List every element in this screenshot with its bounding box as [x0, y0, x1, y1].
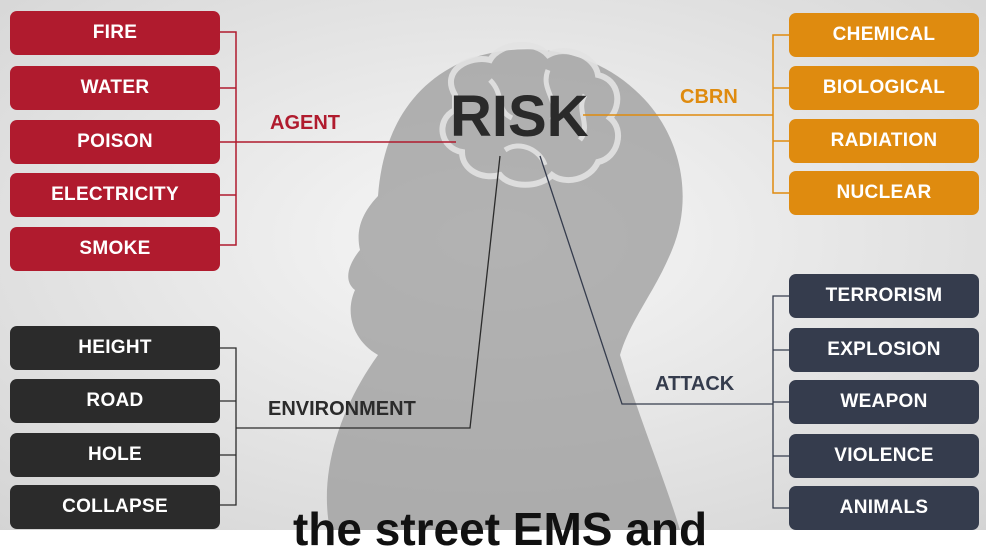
cbrn-item-nuclear[interactable]: NUCLEAR [789, 171, 979, 215]
environment-label: ENVIRONMENT [268, 398, 416, 420]
environment-item-hole[interactable]: HOLE [10, 433, 220, 477]
agent-item-poison[interactable]: POISON [10, 120, 220, 164]
cbrn-label: CBRN [680, 86, 738, 108]
bottom-caption: the street EMS and [292, 503, 708, 555]
cbrn-item-biological[interactable]: BIOLOGICAL [789, 66, 979, 110]
environment-item-road[interactable]: ROAD [10, 379, 220, 423]
agent-item-fire[interactable]: FIRE [10, 11, 220, 55]
attack-item-animals[interactable]: ANIMALS [789, 486, 979, 530]
attack-item-violence[interactable]: VIOLENCE [789, 434, 979, 478]
attack-connector [539, 155, 789, 509]
environment-connector [220, 155, 501, 506]
attack-label: ATTACK [655, 373, 735, 395]
cbrn-item-chemical[interactable]: CHEMICAL [789, 13, 979, 57]
agent-item-water[interactable]: WATER [10, 66, 220, 110]
attack-item-explosion[interactable]: EXPLOSION [789, 328, 979, 372]
brain-icon [439, 41, 621, 188]
attack-item-terrorism[interactable]: TERRORISM [789, 274, 979, 318]
risk-title: RISK [450, 84, 589, 149]
environment-item-height[interactable]: HEIGHT [10, 326, 220, 370]
agent-item-electricity[interactable]: ELECTRICITY [10, 173, 220, 217]
environment-item-collapse[interactable]: COLLAPSE [10, 485, 220, 529]
cbrn-item-radiation[interactable]: RADIATION [789, 119, 979, 163]
agent-connector [220, 31, 456, 246]
agent-label: AGENT [270, 112, 340, 134]
agent-item-smoke[interactable]: SMOKE [10, 227, 220, 271]
attack-item-weapon[interactable]: WEAPON [789, 380, 979, 424]
cbrn-connector [583, 34, 789, 194]
